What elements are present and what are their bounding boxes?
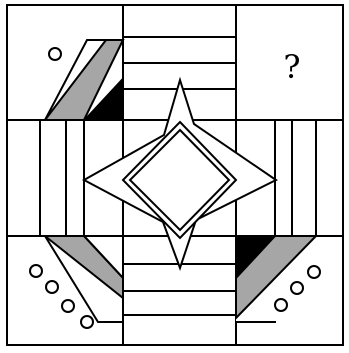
circle — [291, 282, 303, 294]
circle — [275, 299, 287, 311]
question-mark: ? — [283, 48, 300, 86]
circle — [46, 281, 58, 293]
circle — [81, 316, 93, 328]
circle — [49, 48, 61, 60]
circle — [62, 300, 74, 312]
circle — [308, 266, 320, 278]
circle — [30, 265, 42, 277]
top-left-circles — [49, 48, 61, 60]
